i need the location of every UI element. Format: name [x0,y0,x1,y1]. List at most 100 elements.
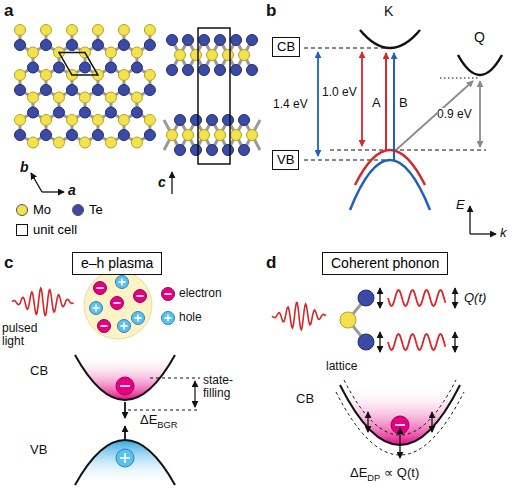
panel-letter: a [4,2,13,21]
annotation-label: K [384,4,393,19]
te-atom [118,40,129,51]
mo-atom [27,47,38,58]
te-atom [231,65,242,76]
mo-atom [223,50,234,61]
transition-arrow [385,53,387,150]
axis-arrow [470,233,496,234]
mo-atom [105,47,116,58]
te-atom [247,65,258,76]
axis-arrow [171,172,172,194]
sign-stroke [124,453,126,463]
annotation-label: CB [296,392,314,406]
phonon-wave [388,334,445,350]
box-text: CB [277,39,295,54]
te-atom [358,334,374,350]
bracket-arrow [194,381,195,407]
te-atom [167,65,178,76]
mo-atom [27,137,38,148]
shift-arrow [367,412,368,432]
dashed-level [128,410,200,411]
electron-symbol [116,377,134,395]
te-atom [199,35,210,46]
annotation-label: ΔEDP ∝ Q(t) [350,466,419,483]
te-atom [15,130,26,141]
unit-cell-outline [59,53,98,76]
gap-arrow [317,52,319,156]
te-atom [207,145,218,156]
mo-atom [118,115,129,126]
hole-symbol [116,276,129,289]
mo-atom [15,25,26,36]
sign-stroke [121,278,123,285]
band-label-box: CB [272,37,300,57]
panel-title-box: Coherent phonon [322,252,448,275]
annotation-label: Q [474,30,485,45]
annotation-label: 1.0 eV [322,86,357,99]
gap-arrow [361,52,363,146]
te-atom [239,145,250,156]
subscript: BGR [157,420,177,430]
mo-atom [53,137,64,148]
mo-atom [340,312,356,328]
annotation-label: Q(t) [464,291,486,305]
legend-swatch [16,204,28,216]
hole-symbol [162,312,175,325]
sign-stroke [95,304,97,311]
dashed-level [304,48,392,49]
light-pulse [272,303,326,330]
te-atom [92,85,103,96]
te-atom [247,35,258,46]
text-part: ∝ Q(t) [380,465,419,480]
transition-arrow [393,53,395,160]
mo-atom [92,115,103,126]
transition-arrow [396,81,473,150]
vibration-arrow [454,288,455,308]
annotation-label: VB [30,443,47,457]
annotation-label: a [68,183,76,198]
annotation-label: A [372,96,381,110]
mo-atom [15,115,26,126]
text-part: ΔE [140,412,157,427]
gap-arrow [479,81,481,147]
band-filling [75,440,175,485]
box-text: e–h plasma [81,255,153,271]
subscript: DP [367,473,380,483]
panel-letter: c [4,254,13,273]
valence-band [75,440,175,485]
electron-symbol [134,290,147,303]
conduction-band [75,355,175,400]
annotation-label: ΔEBGR [140,413,178,430]
te-atom [27,62,38,73]
te-atom [144,130,155,141]
sign-stroke [123,322,125,329]
te-atom [40,130,51,141]
electron-symbol [94,282,107,295]
mo-atom [131,47,142,58]
band-label-box: VB [272,150,299,170]
te-atom [167,35,178,46]
light-pulse [12,288,74,315]
te-atom [215,65,226,76]
hole-symbol [118,320,131,333]
conduction-band [360,30,420,48]
shift-arrow [124,402,126,418]
te-atom [27,107,38,118]
vibration-arrow [379,288,380,308]
electron-symbol [162,288,175,301]
electron-symbol [98,320,111,333]
te-atom [53,62,64,73]
plasma-cloud [84,271,152,339]
te-atom [40,40,51,51]
annotation-label: hole [179,311,202,324]
te-atom [66,85,77,96]
mo-atom [105,137,116,148]
te-atom [105,62,116,73]
mo-atom [239,50,250,61]
annotation-label: pulsed light [2,322,42,348]
mo-atom [15,70,26,81]
axis-arrow [31,173,42,192]
te-atom [223,145,234,156]
annotation-label: 1.4 eV [273,98,308,111]
mo-atom [191,50,202,61]
dashed-level [330,150,486,151]
